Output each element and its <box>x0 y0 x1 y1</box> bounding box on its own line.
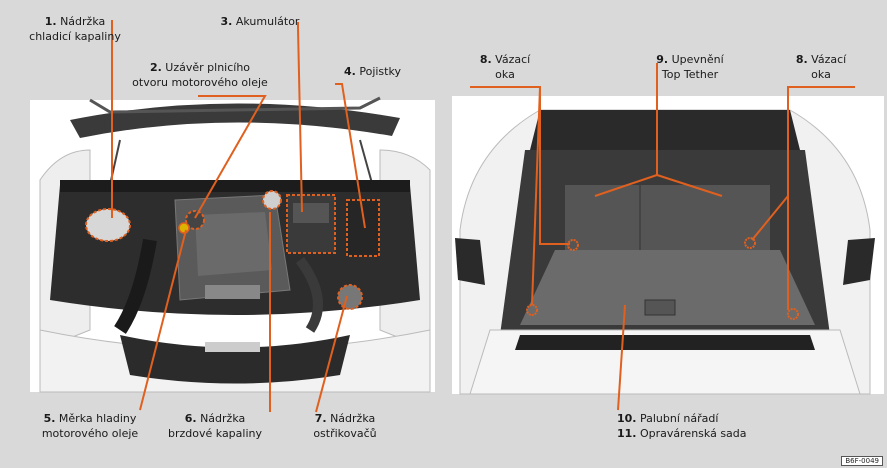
callout-6-line-1: Nádržka <box>200 412 246 425</box>
callout-8-right-number: 8. <box>795 53 808 66</box>
callout-3-line-1: Akumulátor <box>235 15 300 28</box>
callout-8-right-line-2: oka <box>811 68 831 81</box>
leader-lines <box>111 20 855 413</box>
callout-10-11: 10. Palubní nářadí 11. Opravárenská sada <box>617 411 747 441</box>
callout-8-left: 8. Vázací oka <box>470 52 540 82</box>
callout-1: 1. Nádržka chladicí kapaliny <box>0 14 150 44</box>
callout-2-line-2: otvoru motorového oleje <box>132 76 268 89</box>
callout-2-number: 2. <box>149 61 162 74</box>
leader-line-4 <box>335 83 366 229</box>
leader-line-8d <box>751 195 789 241</box>
callout-8-right: 8. Vázací oka <box>786 52 856 82</box>
callout-1-number: 1. <box>44 15 57 28</box>
callout-1-line-2: chladicí kapaliny <box>29 30 121 43</box>
callout-9-number: 9. <box>656 53 669 66</box>
leader-line-8a <box>470 86 570 245</box>
callout-8-left-number: 8. <box>479 53 492 66</box>
callout-7-number: 7. <box>314 412 327 425</box>
engine-bay-photo <box>39 96 431 393</box>
leader-line-5 <box>139 229 187 411</box>
leader-line-2 <box>194 95 267 219</box>
callout-7: 7. Nádržka ostřikovačů <box>295 411 395 441</box>
callout-6-number: 6. <box>184 412 197 425</box>
callout-11-line-1: Opravárenská sada <box>640 427 747 440</box>
callout-5-line-1: Měrka hladiny <box>58 412 137 425</box>
callout-10-line-1: Palubní nářadí <box>640 412 719 425</box>
callout-5-line-2: motorového oleje <box>41 427 139 440</box>
callout-6-line-2: brzdové kapaliny <box>168 427 262 440</box>
callout-9-line-1: Upevnění <box>671 53 724 66</box>
leader-line-7 <box>315 295 348 413</box>
leader-line-9b <box>656 174 723 197</box>
callout-11-number: 11. <box>617 427 637 440</box>
callout-8-left-line-2: oka <box>495 68 515 81</box>
callout-5-number: 5. <box>43 412 56 425</box>
callout-8-left-line-1: Vázací <box>495 53 531 66</box>
callout-10-number: 10. <box>617 412 637 425</box>
leader-line-10 <box>617 304 626 411</box>
callout-2: 2. Uzávěr plnicího otvoru motorového ole… <box>110 60 290 90</box>
callout-5: 5. Měrka hladiny motorového oleje <box>30 411 150 441</box>
callout-3: 3. Akumulátor <box>200 14 320 29</box>
callout-9-line-2: Top Tether <box>661 68 719 81</box>
leader-line-3 <box>297 22 303 213</box>
callout-7-line-1: Nádržka <box>330 412 376 425</box>
leader-line-9a <box>594 174 658 197</box>
callout-1-line-1: Nádržka <box>60 15 106 28</box>
callout-4: 4. Pojistky <box>344 64 401 79</box>
callout-9: 9. Upevnění Top Tether <box>640 52 740 82</box>
leader-line-8c <box>787 86 855 310</box>
callout-8-right-line-1: Vázací <box>811 53 847 66</box>
callout-2-line-1: Uzávěr plnicího <box>165 61 251 74</box>
trunk-photo <box>455 109 875 395</box>
callout-4-number: 4. <box>344 65 356 78</box>
callout-3-number: 3. <box>220 15 233 28</box>
leader-line-8b <box>531 86 541 306</box>
callout-4-line-1: Pojistky <box>359 65 401 78</box>
callout-7-line-2: ostřikovačů <box>313 427 377 440</box>
image-code: B6F-0049 <box>841 456 883 466</box>
callout-6: 6. Nádržka brzdové kapaliny <box>160 411 270 441</box>
